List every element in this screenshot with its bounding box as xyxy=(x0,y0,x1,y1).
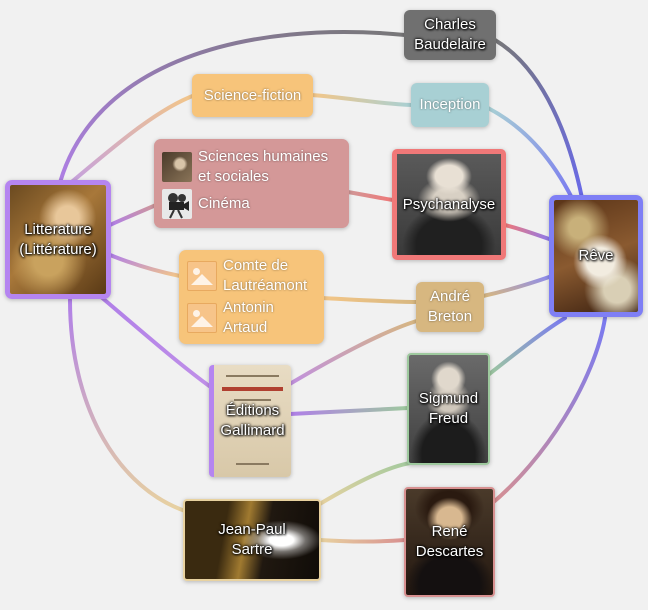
freud-label-line1: Sigmund xyxy=(418,390,479,407)
edge-breton-reve xyxy=(481,274,554,298)
edge-freud-reve xyxy=(486,316,567,377)
freud-portrait-image xyxy=(409,355,488,463)
edge-gallimard-freud xyxy=(288,406,410,416)
sciences-label-line2: et sociales xyxy=(198,168,269,185)
descartes-portrait-image xyxy=(406,489,493,595)
inception-label: Inception xyxy=(419,96,481,113)
psychanalyse-label: Psychanalyse xyxy=(402,195,496,213)
group-sciences-cinema[interactable]: Sciences humaines et sociales Cinéma xyxy=(154,139,349,228)
artaud-label-line2: Artaud xyxy=(223,319,268,336)
edge-authors-breton xyxy=(320,296,419,304)
node-litterature[interactable]: Litterature (Littérature) xyxy=(5,180,111,299)
freud-label-line2: Freud xyxy=(428,410,469,427)
node-science-fiction[interactable]: Science-fiction xyxy=(192,74,313,117)
node-inception[interactable]: Inception xyxy=(411,83,489,127)
descartes-label-line2: Descartes xyxy=(415,543,484,560)
litterature-painting-image xyxy=(10,185,106,294)
descartes-label-line1: René xyxy=(431,523,468,540)
cinema-label: Cinéma xyxy=(198,195,250,212)
node-psychanalyse[interactable]: Psychanalyse xyxy=(392,149,506,260)
sartre-label-line1: Jean-Paul xyxy=(218,521,286,538)
gallimard-book-cover-image xyxy=(214,365,291,477)
edge-sciences-psychanalyse xyxy=(346,190,395,202)
sciences-label-line1: Sciences humaines xyxy=(198,148,329,165)
group-item-sciences-humaines[interactable]: Sciences humaines et sociales xyxy=(162,147,328,187)
sartre-label-line2: Sartre xyxy=(231,541,273,558)
edge-inception-reve xyxy=(486,106,574,200)
psychanalyse-portrait-image xyxy=(397,154,501,255)
reve-label: Rêve xyxy=(578,247,614,264)
edge-litterature-sciencefiction xyxy=(66,93,197,187)
edge-sartre-descartes xyxy=(318,538,407,544)
reve-coral-image xyxy=(554,200,638,312)
group-item-cinema[interactable]: Cinéma xyxy=(162,189,250,219)
litterature-label-line2: (Littérature) xyxy=(19,240,97,258)
litterature-label-line1: Litterature xyxy=(24,220,92,238)
edge-litterature-sciences xyxy=(108,203,158,227)
edge-litterature-baudelaire xyxy=(56,30,407,192)
breton-label-line2: Breton xyxy=(427,308,473,325)
node-reve[interactable]: Rêve xyxy=(549,195,643,317)
edge-litterature-gallimard xyxy=(98,294,214,390)
image-placeholder-icon xyxy=(187,261,217,291)
lautreamont-label-line1: Comte de xyxy=(223,257,289,274)
edge-sciencefiction-inception xyxy=(310,93,414,107)
artaud-label-line1: Antonin xyxy=(223,299,274,316)
breton-label-line1: André xyxy=(429,288,470,305)
edge-descartes-reve xyxy=(488,316,607,507)
gallimard-label-line2: Gallimard xyxy=(220,422,285,439)
image-placeholder-icon xyxy=(187,303,217,333)
portrait-thumbnail-icon xyxy=(162,152,192,182)
edge-litterature-authors xyxy=(108,253,182,278)
edge-litterature-sartre xyxy=(68,298,190,514)
gallimard-label-line1: Éditions xyxy=(225,402,280,419)
lautreamont-label-line2: Lautréamont xyxy=(223,277,308,294)
edge-baudelaire-reve xyxy=(493,38,584,200)
edge-psychanalyse-reve xyxy=(503,223,554,242)
film-camera-thumbnail-icon xyxy=(162,189,192,219)
science-fiction-label: Science-fiction xyxy=(203,86,302,104)
edge-gallimard-breton xyxy=(286,318,422,387)
sartre-projector-image xyxy=(185,501,319,579)
group-item-lautreamont[interactable]: Comte de Lautréamont xyxy=(187,256,307,296)
baudelaire-label-line1: Charles xyxy=(424,16,476,33)
baudelaire-label-line2: Baudelaire xyxy=(414,36,486,53)
